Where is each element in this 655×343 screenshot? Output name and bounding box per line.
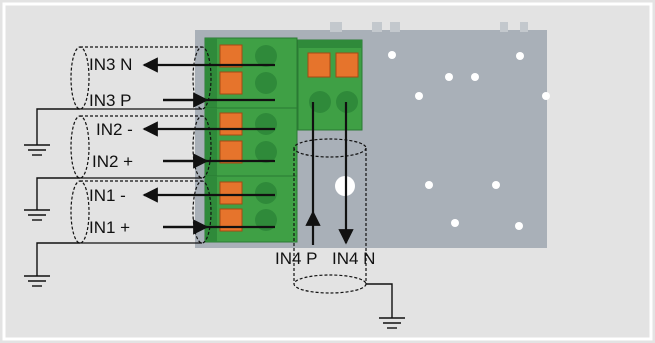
terminal-block-in1 <box>204 175 298 243</box>
plate-tab <box>520 22 528 32</box>
label-in4-n: IN4 N <box>332 249 375 268</box>
label-in3-n: IN3 N <box>89 55 132 74</box>
in4-wires <box>305 102 354 245</box>
plate-tab <box>372 22 382 32</box>
label-in4-p: IN4 P <box>275 249 318 268</box>
ground-symbol-icon <box>24 108 405 329</box>
label-in3-p: IN3 P <box>89 91 132 110</box>
label-in2-plus: IN2 + <box>92 152 133 171</box>
plate-tab <box>500 22 508 32</box>
label-in1-plus: IN1 + <box>89 218 130 237</box>
terminal-block-in4 <box>297 39 363 131</box>
plate-tab <box>330 22 342 32</box>
shield-edges <box>80 108 202 244</box>
cable-shield-icon <box>70 46 367 294</box>
terminal-block-in2 <box>204 107 298 177</box>
label-in2-minus: IN2 - <box>96 120 133 139</box>
label-in1-minus: IN1 - <box>89 186 126 205</box>
plate-tab <box>390 22 400 32</box>
terminal-block-in3 <box>204 37 298 109</box>
